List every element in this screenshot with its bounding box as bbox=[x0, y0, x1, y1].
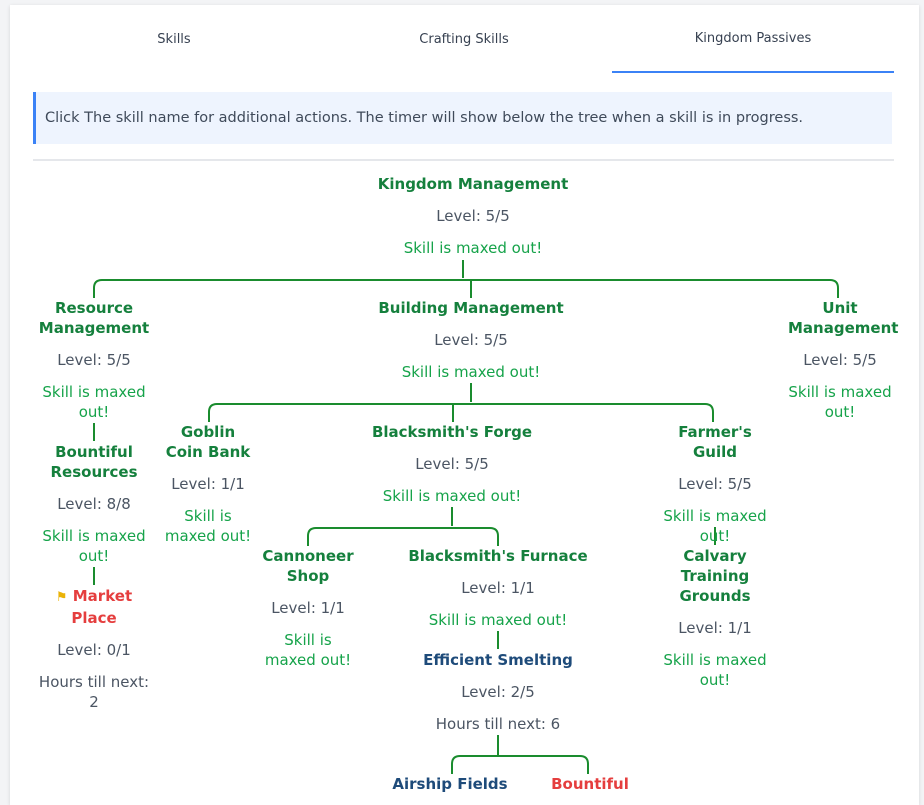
node-unit-management: Unit Management Level: 5/5 Skill is maxe… bbox=[788, 298, 899, 422]
skill-tree-connectors bbox=[93, 260, 839, 774]
node-goblin-coin-bank: Goblin Coin Bank Level: 1/1 Skill is max… bbox=[162, 422, 254, 546]
info-alert: Click The skill name for additional acti… bbox=[33, 92, 892, 144]
goblin-coin-bank-name[interactable]: Goblin Coin Bank bbox=[165, 423, 251, 461]
farmers-guild-level: Level: 5/5 bbox=[678, 475, 752, 493]
divider bbox=[33, 159, 894, 161]
node-efficient-smelting: Efficient Smelting Level: 2/5 Hours till… bbox=[398, 650, 598, 734]
node-blacksmiths-forge: Blacksmith's Forge Level: 5/5 Skill is m… bbox=[352, 422, 552, 506]
node-airship-fields: Airship Fields bbox=[380, 774, 520, 794]
cannoneer-shop-status: Skill is maxed out! bbox=[264, 631, 352, 669]
blacksmiths-forge-level: Level: 5/5 bbox=[415, 455, 489, 473]
building-management-level: Level: 5/5 bbox=[434, 331, 508, 349]
blacksmiths-forge-status: Skill is maxed out! bbox=[382, 487, 522, 505]
tab-skills[interactable]: Skills bbox=[157, 31, 191, 47]
calvary-training-grounds-level: Level: 1/1 bbox=[678, 619, 752, 637]
farmers-guild-name[interactable]: Farmer's Guild bbox=[678, 423, 752, 461]
tab-crafting-skills[interactable]: Crafting Skills bbox=[419, 31, 509, 47]
resource-management-level: Level: 5/5 bbox=[57, 351, 131, 369]
bountiful-resources-level: Level: 8/8 bbox=[57, 495, 131, 513]
efficient-smelting-name[interactable]: Efficient Smelting bbox=[423, 651, 573, 669]
unit-management-status: Skill is maxed out! bbox=[788, 383, 892, 421]
node-blacksmiths-furnace: Blacksmith's Furnace Level: 1/1 Skill is… bbox=[398, 546, 598, 630]
market-place-name[interactable]: ⚑ Market Place bbox=[55, 587, 133, 627]
node-bountiful-resources: Bountiful Resources Level: 8/8 Skill is … bbox=[38, 442, 150, 566]
efficient-smelting-timer: Hours till next: 6 bbox=[435, 715, 561, 733]
building-management-status: Skill is maxed out! bbox=[401, 363, 541, 381]
resource-management-name[interactable]: Resource Management bbox=[38, 299, 150, 337]
kingdom-management-name[interactable]: Kingdom Management bbox=[377, 175, 569, 193]
farmers-guild-status: Skill is maxed out! bbox=[663, 507, 767, 545]
info-text: Click The skill name for additional acti… bbox=[45, 110, 804, 126]
unit-management-name[interactable]: Unit Management bbox=[788, 299, 899, 337]
calvary-training-grounds-name[interactable]: Calvary Training Grounds bbox=[679, 547, 751, 605]
node-market-place: ⚑ Market Place Level: 0/1 Hours till nex… bbox=[34, 586, 154, 712]
signpost-icon: ⚑ bbox=[55, 590, 68, 605]
node-farmers-guild: Farmer's Guild Level: 5/5 Skill is maxed… bbox=[655, 422, 775, 546]
node-calvary-training-grounds: Calvary Training Grounds Level: 1/1 Skil… bbox=[650, 546, 780, 690]
efficient-smelting-level: Level: 2/5 bbox=[461, 683, 535, 701]
market-place-timer: Hours till next: 2 bbox=[38, 673, 150, 711]
goblin-coin-bank-level: Level: 1/1 bbox=[171, 475, 245, 493]
kingdom-management-status: Skill is maxed out! bbox=[403, 239, 543, 257]
blacksmiths-forge-name[interactable]: Blacksmith's Forge bbox=[371, 423, 533, 441]
node-bountiful: Bountiful bbox=[530, 774, 650, 794]
bountiful-name[interactable]: Bountiful bbox=[551, 775, 629, 793]
bountiful-resources-name[interactable]: Bountiful Resources bbox=[50, 443, 138, 481]
market-place-level: Level: 0/1 bbox=[57, 641, 131, 659]
blacksmiths-furnace-level: Level: 1/1 bbox=[461, 579, 535, 597]
kingdom-passives-card: Skills Crafting Skills Kingdom Passives … bbox=[10, 5, 919, 805]
goblin-coin-bank-status: Skill is maxed out! bbox=[164, 507, 252, 545]
building-management-name[interactable]: Building Management bbox=[378, 299, 564, 317]
node-cannoneer-shop: Cannoneer Shop Level: 1/1 Skill is maxed… bbox=[258, 546, 358, 670]
node-building-management: Building Management Level: 5/5 Skill is … bbox=[361, 298, 581, 382]
kingdom-management-level: Level: 5/5 bbox=[436, 207, 510, 225]
resource-management-status: Skill is maxed out! bbox=[42, 383, 146, 421]
blacksmiths-furnace-name[interactable]: Blacksmith's Furnace bbox=[408, 547, 588, 565]
bountiful-resources-status: Skill is maxed out! bbox=[42, 527, 146, 565]
calvary-training-grounds-status: Skill is maxed out! bbox=[663, 651, 767, 689]
blacksmiths-furnace-status: Skill is maxed out! bbox=[428, 611, 568, 629]
cannoneer-shop-level: Level: 1/1 bbox=[271, 599, 345, 617]
unit-management-level: Level: 5/5 bbox=[803, 351, 877, 369]
airship-fields-name[interactable]: Airship Fields bbox=[392, 775, 508, 793]
cannoneer-shop-name[interactable]: Cannoneer Shop bbox=[262, 547, 354, 585]
tab-kingdom-passives[interactable]: Kingdom Passives bbox=[612, 5, 894, 73]
node-resource-management: Resource Management Level: 5/5 Skill is … bbox=[38, 298, 150, 422]
node-kingdom-management: Kingdom Management Level: 5/5 Skill is m… bbox=[353, 174, 593, 258]
